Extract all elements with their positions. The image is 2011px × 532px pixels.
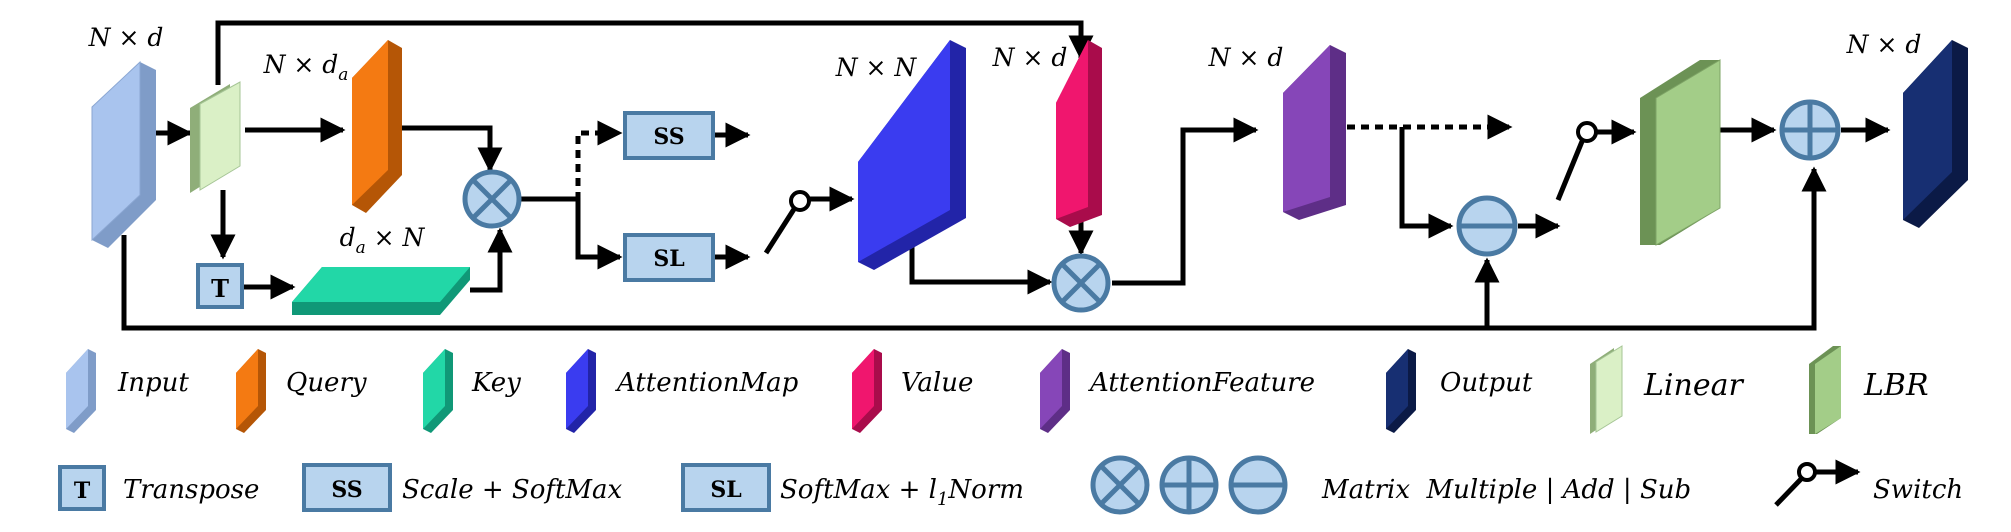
scale-softmax-box: SS [623,111,715,160]
query-tensor [352,40,402,213]
legend-softmax-l: l [929,475,937,505]
legend-multiply-op [1090,455,1150,515]
matrix-multiply-op-2 [1051,253,1111,313]
linear-block [190,81,241,193]
attention-map-tensor [858,40,966,270]
dim-input: N × d [88,23,164,52]
legend-key-label: Key [471,368,521,398]
lbr-block [1640,59,1721,246]
legend-softmax-l1norm-label: SoftMax + l1Norm [780,475,1024,510]
matrix-multiply-op-1 [462,169,522,229]
switch-node-2 [1576,121,1598,143]
legend-lbr-swatch [1809,346,1841,434]
transpose-box-label: T [211,274,229,303]
output-tensor [1903,40,1968,228]
legend-matrix-label: Matrix Multiple | Add | Sub [1321,475,1691,505]
legend-scale-softmax-label: Scale + SoftMax [402,475,623,505]
legend-transpose-box-label: T [74,478,91,504]
legend-add-op [1159,455,1219,515]
dim-value: N × d [992,43,1068,72]
legend-subtract-op [1228,455,1288,515]
legend-output-label: Output [1440,368,1533,398]
legend-value-label: Value [901,368,973,398]
legend-sl-box: SL [681,463,771,512]
legend-attention-feature-label: AttentionFeature [1088,368,1315,398]
legend-softmax-sub: 1 [937,489,948,510]
legend-attention-feature-swatch [1040,349,1070,433]
legend-transpose-box: T [58,465,106,511]
connections [121,20,1891,331]
scale-softmax-box-label: SS [653,124,684,150]
legend-softmax-post: Norm [947,475,1024,505]
legend-row-1: Input Query Key AttentionMap Value Atten… [66,345,1929,434]
matrix-add-op [1779,99,1841,161]
legend-transpose-label: Transpose [123,475,259,505]
dim-query-sub: a [338,65,348,85]
legend-value-swatch [852,349,882,433]
legend-row-2: T Transpose SS Scale + SoftMax SL SoftMa… [58,455,1963,515]
dim-key-sub: a [356,238,366,258]
switch-node-1 [789,190,811,212]
attention-feature-tensor [1283,45,1346,220]
dim-key-pre: d [340,223,356,252]
dim-key-post: × N [366,223,426,252]
legend-input-swatch [66,349,96,433]
legend-query-swatch [236,349,266,433]
legend-linear-swatch [1590,345,1623,434]
legend-input-label: Input [117,368,189,398]
dim-output: N × d [1846,30,1922,59]
legend-attention-map-swatch [566,349,596,433]
dim-query: N × da [263,50,349,85]
legend-lbr-label: LBR [1863,368,1929,403]
legend-linear-label: Linear [1643,368,1744,403]
legend-query-label: Query [286,368,367,398]
input-tensor [91,60,156,248]
legend-switch-icon [1774,459,1861,507]
dim-attention-feature: N × d [1208,43,1284,72]
legend-sl-box-label: SL [710,477,741,503]
value-tensor [1056,40,1102,227]
legend-ss-box-label: SS [331,477,362,503]
legend-key-swatch [423,349,453,433]
key-tensor [292,267,470,315]
dim-attention-map: N × N [835,53,918,82]
legend-softmax-pre: SoftMax + [780,475,929,505]
legend-attention-map-label: AttentionMap [615,368,799,398]
softmax-l1norm-box: SL [623,233,715,282]
matrix-subtract-op [1456,195,1518,257]
transpose-box: T [196,263,244,309]
softmax-l1norm-box-label: SL [653,246,684,272]
dim-query-main: N × d [263,50,339,79]
legend-output-swatch [1386,349,1416,433]
dim-key: da × N [340,223,426,258]
legend-ss-box: SS [302,463,392,512]
legend-switch-label: Switch [1873,475,1963,505]
